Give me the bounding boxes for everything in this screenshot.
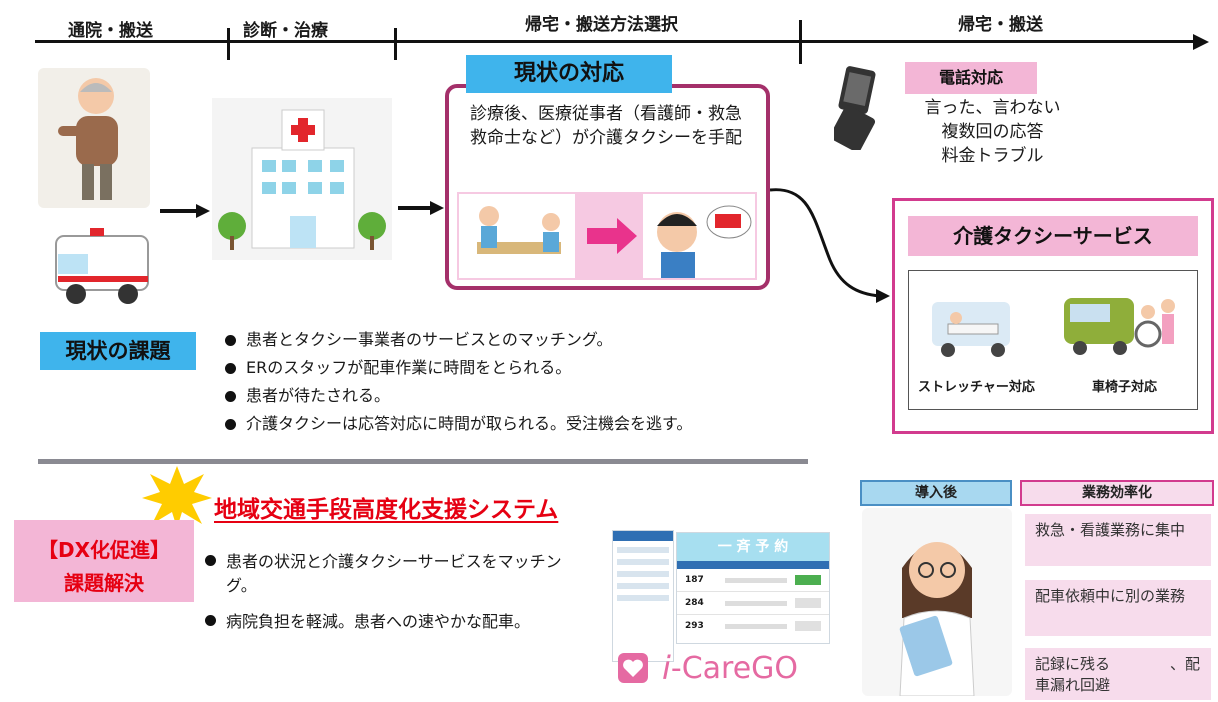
efficiency-item-3: 記録に残る 、配車漏れ回避 — [1025, 648, 1211, 700]
app-row: 293 — [677, 615, 829, 637]
dx-label-line1: 【DX化促進】 — [37, 538, 171, 562]
efficiency-item-2: 配車依頼中に別の業務 — [1025, 580, 1211, 636]
arrow-to-hospital — [160, 203, 210, 222]
logo-text: -CareGO — [670, 650, 799, 686]
stretcher-support-label: ストレッチャー対応 — [918, 380, 1035, 395]
arrow-to-current-response — [398, 200, 444, 219]
wheelchair-support-label: 車椅子対応 — [1092, 380, 1158, 395]
current-response-image-strip — [457, 192, 757, 280]
dx-label-box: 【DX化促進】 課題解決 — [14, 520, 194, 602]
issue-item: ERのスタッフが配車作業に時間をとられる。 — [222, 358, 692, 378]
system-title: 地域交通手段高度化支援システム — [214, 497, 559, 523]
section-divider — [38, 459, 808, 464]
dx-benefit-item: 病院負担を軽減。患者への速やかな配車。 — [202, 610, 566, 634]
caregi-logo: i -CareGO — [618, 648, 798, 688]
current-response-text: 診療後、医療従事者（看護師・救急救命士など）が介護タクシーを手配 — [470, 104, 742, 148]
issue-item: 患者が待たされる。 — [222, 386, 692, 406]
app-row: 187 — [677, 569, 829, 592]
curved-arrow-to-taxi-service — [769, 180, 892, 312]
taxi-service-title: 介護タクシーサービス — [908, 216, 1198, 256]
app-reserve-button[interactable] — [795, 598, 821, 608]
app-row-number: 187 — [685, 575, 704, 585]
current-issues-list: 患者とタクシー事業者のサービスとのマッチング。 ERのスタッフが配車作業に時間を… — [222, 330, 692, 434]
timeline-tick-3 — [799, 20, 802, 64]
timeline-arrowhead — [1193, 34, 1209, 50]
efficiency-label: 業務効率化 — [1020, 480, 1214, 506]
phone-problem-2: 複数回の応答 — [941, 122, 1044, 142]
dx-label-line2: 課題解決 — [64, 571, 144, 595]
hospital-illustration — [212, 98, 392, 260]
efficiency-item-1: 救急・看護業務に集中 — [1025, 514, 1211, 566]
issue-item: 患者とタクシー事業者のサービスとのマッチング。 — [222, 330, 692, 350]
current-response-title: 現状の対応 — [466, 55, 672, 93]
starburst-icon — [142, 466, 212, 532]
phone-response-label: 電話対応 — [905, 62, 1037, 94]
nurse-illustration — [862, 508, 1012, 697]
app-reserve-button[interactable] — [795, 621, 821, 631]
taxi-service-inner-box — [908, 270, 1198, 410]
after-introduction-label: 導入後 — [860, 480, 1012, 506]
dx-benefit-list: 患者の状況と介護タクシーサービスをマッチング。 病院負担を軽減。患者への速やかな… — [202, 550, 582, 634]
elderly-patient-illustration — [38, 68, 150, 208]
wheelchair-van-illustration — [1060, 288, 1182, 360]
timeline-tick-2 — [394, 28, 397, 60]
logo-prefix: i — [662, 649, 671, 687]
phone-problem-3: 料金トラブル — [941, 146, 1044, 166]
app-row-number: 284 — [685, 598, 704, 608]
stretcher-van-illustration — [928, 288, 1024, 360]
app-screenshot-main: 一 斉 予 約 187 284 293 — [676, 532, 830, 644]
timeline-axis — [35, 40, 1195, 43]
app-reserve-button[interactable] — [795, 575, 821, 585]
app-header: 一 斉 予 約 — [677, 533, 829, 561]
phone-problem-1: 言った、言わない — [924, 98, 1061, 118]
app-row-number: 293 — [685, 621, 704, 631]
phase-label-3: 帰宅・搬送方法選択 — [525, 15, 678, 35]
phase-label-4: 帰宅・搬送 — [958, 15, 1043, 35]
issue-item: 介護タクシーは応答対応に時間が取られる。受注機会を逃す。 — [222, 414, 692, 434]
app-screenshot-left — [612, 530, 674, 662]
phone-problems: 言った、言わない 複数回の応答 料金トラブル — [905, 96, 1080, 168]
timeline-tick-1 — [227, 28, 230, 60]
heart-logo-icon — [618, 653, 648, 683]
mobile-phone-icon — [830, 66, 886, 153]
current-issues-label: 現状の課題 — [40, 332, 196, 370]
dx-benefit-item: 患者の状況と介護タクシーサービスをマッチング。 — [202, 550, 566, 598]
ambulance-illustration — [50, 214, 154, 314]
phase-label-2: 診断・治療 — [243, 21, 328, 41]
phase-label-1: 通院・搬送 — [68, 21, 153, 41]
app-row: 284 — [677, 592, 829, 615]
